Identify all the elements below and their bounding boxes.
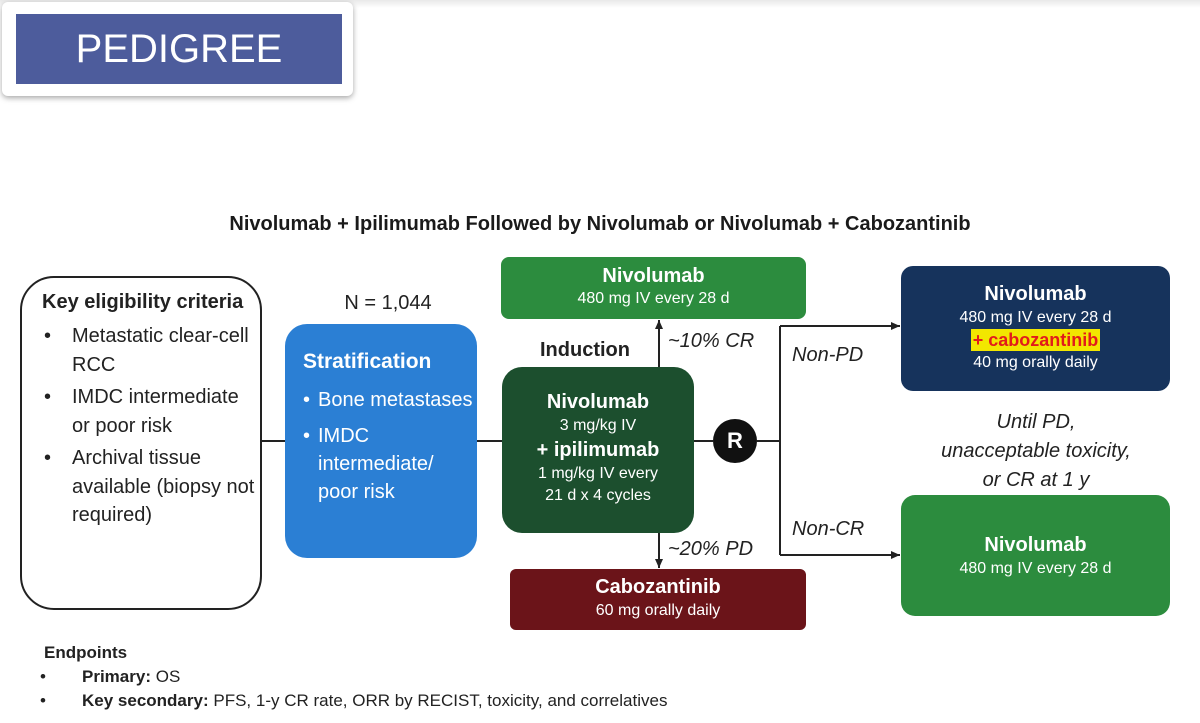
stratification-box: Stratification Bone metastases IMDC inte… xyxy=(285,324,477,558)
primary-endpoint-value: OS xyxy=(155,667,181,686)
endpoints-title: Endpoints xyxy=(44,643,128,662)
arm-dose: 480 mg IV every 28 d xyxy=(959,560,1112,577)
pd-percentage-label: ~20% PD xyxy=(668,538,754,560)
duration-line: unacceptable toxicity, xyxy=(941,440,1131,462)
induction-drug-ipilimumab: + ipilimumab xyxy=(536,439,660,461)
eligibility-box: Key eligibility criteria Metastatic clea… xyxy=(20,276,262,610)
cabozantinib-pd-box: Cabozantinib 60 mg orally daily xyxy=(510,569,806,630)
sample-size-label: N = 1,044 xyxy=(344,292,432,314)
induction-drug-nivolumab: Nivolumab xyxy=(546,391,650,413)
primary-endpoint-label: Primary: xyxy=(82,667,151,686)
arm-dose: 60 mg orally daily xyxy=(595,602,721,619)
endpoints-section: Endpoints Primary: OS Key secondary: PFS… xyxy=(22,641,667,713)
treatment-duration-note: Until PD, unacceptable toxicity, or CR a… xyxy=(900,408,1172,495)
non-pd-label: Non-PD xyxy=(792,344,864,366)
secondary-endpoint: Key secondary: PFS, 1-y CR rate, ORR by … xyxy=(22,689,667,713)
duration-line: or CR at 1 y xyxy=(982,469,1090,491)
arm-drug-name: Nivolumab xyxy=(602,265,705,287)
cr-percentage-label: ~10% CR xyxy=(668,330,755,352)
eligibility-item: IMDC intermediate or poor risk xyxy=(42,383,260,440)
nivolumab-cabozantinib-box: Nivolumab 480 mg IV every 28 d + cabozan… xyxy=(901,266,1170,391)
induction-label: Induction xyxy=(540,339,630,361)
induction-dose-nivolumab: 3 mg/kg IV xyxy=(559,417,637,434)
randomization-circle: R xyxy=(713,419,757,463)
nivolumab-mono-box: Nivolumab 480 mg IV every 28 d xyxy=(901,495,1170,616)
arm-drug-name: Cabozantinib xyxy=(595,576,721,598)
title-card: PEDIGREE xyxy=(2,2,353,96)
diagram-title: Nivolumab + Ipilimumab Followed by Nivol… xyxy=(229,213,971,235)
arm-drug-name: Nivolumab xyxy=(984,534,1087,556)
eligibility-item: Metastatic clear-cell RCC xyxy=(42,322,260,379)
arm-dose: 480 mg IV every 28 d xyxy=(959,309,1112,326)
induction-dose-ipilimumab: 1 mg/kg IV every xyxy=(537,465,659,482)
duration-line: Until PD, xyxy=(996,411,1076,433)
top-shadow-band xyxy=(0,0,1200,8)
stratification-title: Stratification xyxy=(303,350,432,373)
secondary-endpoint-label: Key secondary: xyxy=(82,691,209,710)
slide-title: PEDIGREE xyxy=(16,14,342,84)
induction-box: Nivolumab 3 mg/kg IV + ipilimumab 1 mg/k… xyxy=(502,367,694,533)
nivolumab-cr-box: Nivolumab 480 mg IV every 28 d xyxy=(501,257,806,319)
induction-schedule: 21 d x 4 cycles xyxy=(545,487,651,504)
eligibility-item: Archival tissue available (biopsy not re… xyxy=(42,444,260,530)
secondary-endpoint-value: PFS, 1-y CR rate, ORR by RECIST, toxicit… xyxy=(213,691,668,710)
addon-dose: 40 mg orally daily xyxy=(973,354,1098,371)
arm-drug-name: Nivolumab xyxy=(984,283,1087,305)
primary-endpoint: Primary: OS xyxy=(22,665,667,689)
non-cr-label: Non-CR xyxy=(792,518,865,540)
stratification-item: Bone metastases xyxy=(303,386,477,414)
eligibility-title: Key eligibility criteria xyxy=(42,291,244,313)
arm-dose: 480 mg IV every 28 d xyxy=(577,290,730,307)
stratification-item: IMDC intermediate/ poor risk xyxy=(303,422,477,506)
cabozantinib-highlight: + cabozantinib xyxy=(970,329,1101,351)
